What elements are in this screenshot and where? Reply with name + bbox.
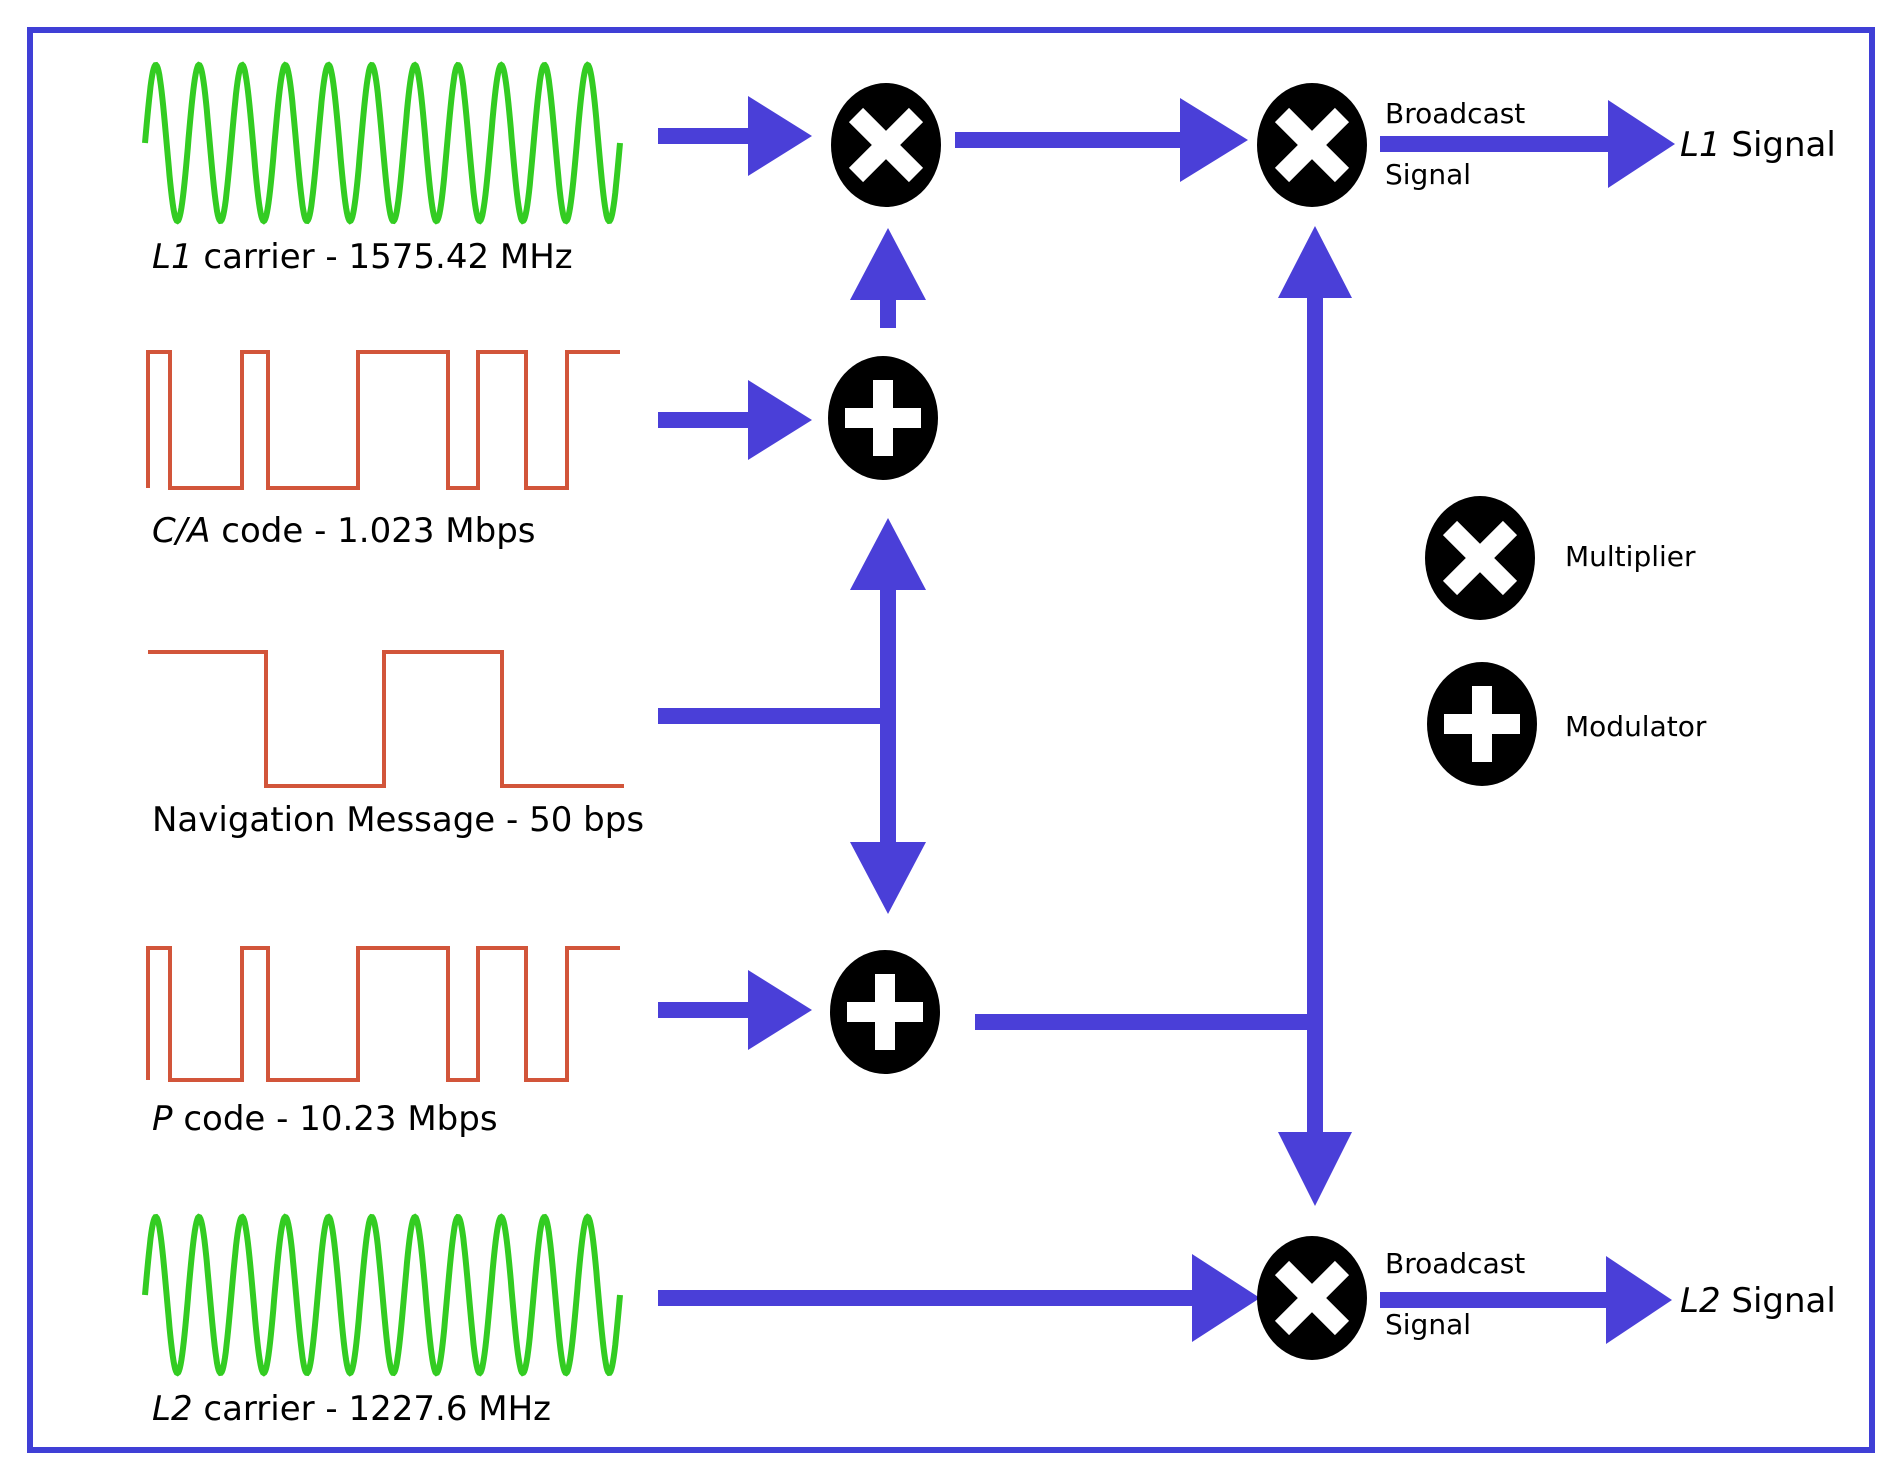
multiplier-cross bbox=[1274, 107, 1350, 183]
arrowhead-down bbox=[1278, 1132, 1352, 1206]
arrowhead-right bbox=[748, 96, 812, 176]
multiplier-cross bbox=[848, 107, 924, 183]
arrowhead-right bbox=[1606, 1256, 1672, 1344]
signal-connectors bbox=[658, 128, 1620, 1308]
modulator-plus bbox=[1444, 686, 1520, 762]
multiplier-cross bbox=[1442, 520, 1518, 596]
l2-carrier-label: L2 carrier - 1227.6 MHz bbox=[152, 1389, 551, 1429]
output-l2-multiplier bbox=[1257, 1236, 1367, 1360]
legend: Multiplier Modulator bbox=[1425, 496, 1707, 786]
arrowhead-right bbox=[1180, 98, 1248, 182]
diagram-frame bbox=[27, 27, 1875, 1453]
arrowhead-down bbox=[850, 842, 926, 914]
nav-message-label: Navigation Message - 50 bps bbox=[152, 800, 644, 840]
p-code-wave bbox=[146, 946, 620, 1082]
arrowhead-up bbox=[850, 228, 926, 300]
ca-code-label: C/A code - 1.023 Mbps bbox=[152, 511, 536, 551]
l1-broadcast-label: Broadcast bbox=[1385, 97, 1525, 130]
l1-multiplier bbox=[831, 83, 941, 207]
arrowhead-right bbox=[748, 380, 812, 460]
l1-carrier-label: L1 carrier - 1575.42 MHz bbox=[152, 237, 573, 277]
l2-signal-label: L2 Signal bbox=[1680, 1281, 1836, 1321]
l1-signal-label: L1 Signal bbox=[1680, 125, 1836, 165]
legend-multiplier-label: Multiplier bbox=[1565, 540, 1696, 573]
p-modulator bbox=[830, 950, 940, 1074]
output-l1-multiplier bbox=[1257, 83, 1367, 207]
ca-code-wave bbox=[146, 350, 620, 490]
arrowhead-right bbox=[1192, 1254, 1260, 1342]
p-code-label: P code - 10.23 Mbps bbox=[152, 1099, 498, 1139]
l2-signal-caption: Signal bbox=[1385, 1308, 1471, 1341]
l1-carrier-wave bbox=[142, 61, 623, 225]
multiplier-cross bbox=[1274, 1260, 1350, 1336]
modulator-plus bbox=[847, 974, 923, 1050]
legend-modulator-label: Modulator bbox=[1565, 710, 1707, 743]
l1-signal-caption: Signal bbox=[1385, 158, 1471, 191]
signal-arrowheads bbox=[748, 96, 1675, 1344]
nav-message-wave bbox=[148, 650, 624, 788]
l2-carrier-wave bbox=[142, 1213, 623, 1377]
l2-broadcast-label: Broadcast bbox=[1385, 1247, 1525, 1280]
arrowhead-right bbox=[1608, 100, 1675, 188]
arrowhead-right bbox=[748, 970, 812, 1050]
arrowhead-up bbox=[850, 518, 926, 590]
arrowhead-up bbox=[1278, 226, 1352, 298]
modulator-plus bbox=[845, 380, 921, 456]
ca-modulator bbox=[828, 356, 938, 480]
